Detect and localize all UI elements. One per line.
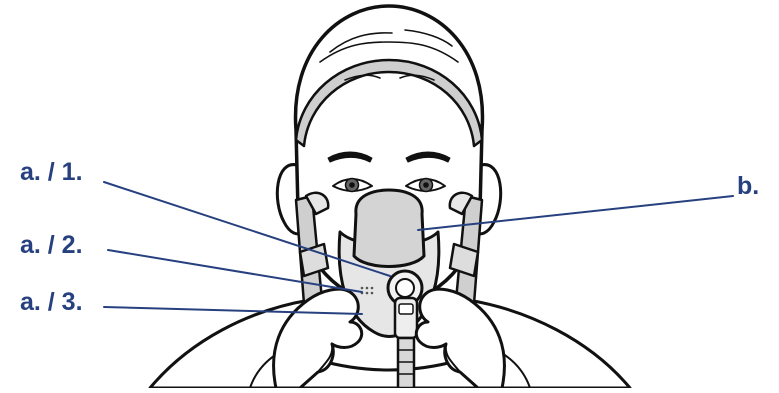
callout-b: b.: [737, 174, 759, 199]
callout-a2: a. / 2.: [20, 233, 83, 258]
callout-a1: a. / 1.: [20, 160, 83, 185]
callout-a3: a. / 3.: [20, 290, 83, 315]
